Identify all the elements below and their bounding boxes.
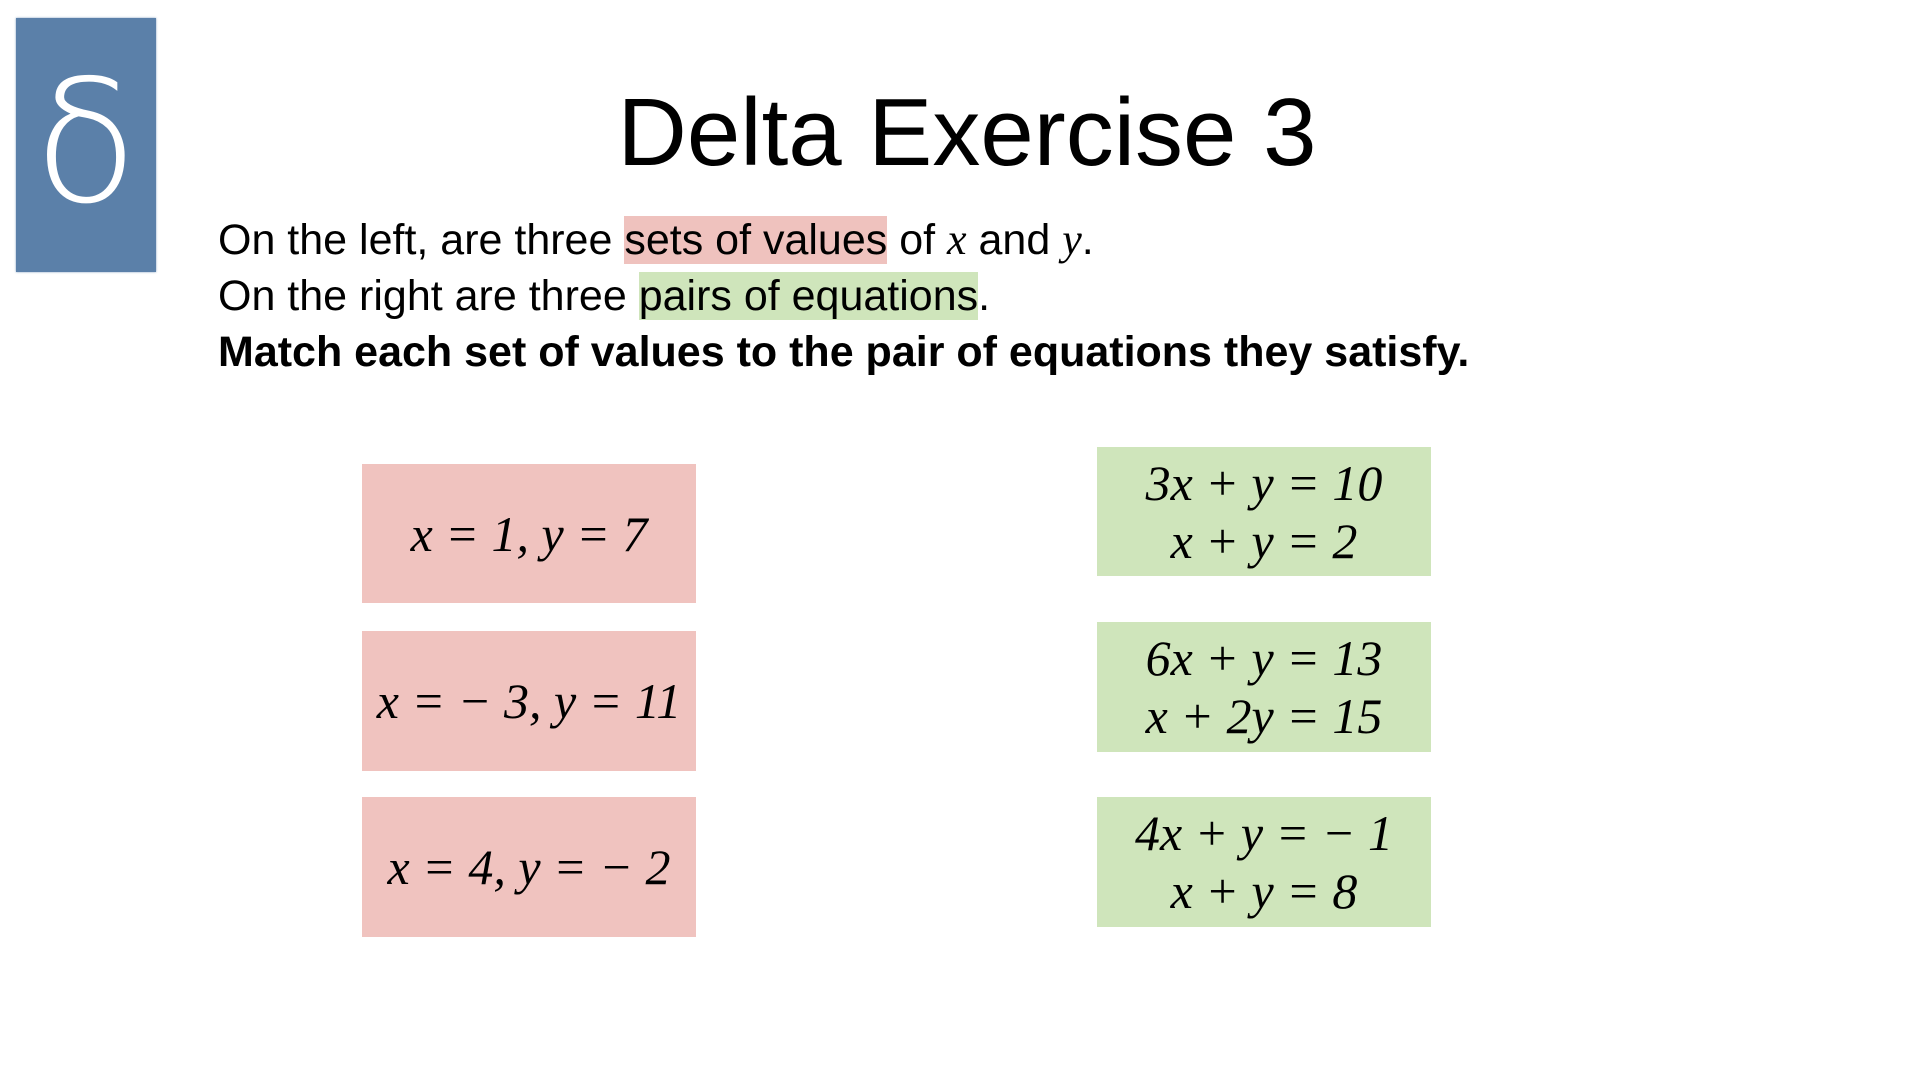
value-text: x = 4, y = − 2 [387, 839, 671, 895]
equation: 4x + y = − 1 [1134, 805, 1394, 861]
equation: x + 2y = 15 [1145, 688, 1383, 744]
page-title: Delta Exercise 3 [617, 79, 1317, 186]
text: . [978, 272, 991, 320]
var-x: x [947, 215, 967, 264]
value-card-2[interactable]: x = − 3, y = 11 [362, 631, 696, 771]
value-text: x = 1, y = 7 [410, 505, 648, 562]
instruction-line-3: Match each set of values to the pair of … [218, 328, 1470, 376]
text: On the left, are three [218, 216, 625, 264]
value-text: x = − 3, y = 11 [376, 673, 682, 729]
value-card-1[interactable]: x = 1, y = 7 [362, 464, 696, 603]
delta-logo: δ [16, 18, 156, 272]
var-y: y [1062, 215, 1082, 264]
instruction-line-1: On the left, are three sets of values of… [218, 214, 1094, 266]
highlight-pairs-of-equations: pairs of equations [638, 272, 979, 320]
delta-symbol: δ [33, 44, 138, 242]
value-card-3[interactable]: x = 4, y = − 2 [362, 797, 696, 937]
text: and [966, 216, 1063, 264]
text: On the right are three [218, 272, 639, 320]
text: of [887, 216, 948, 264]
equation: x + y = 8 [1170, 863, 1358, 919]
highlight-sets-of-values: sets of values [624, 216, 888, 264]
equation: 6x + y = 13 [1145, 630, 1383, 686]
equation: 3x + y = 10 [1145, 454, 1383, 511]
text: . [1081, 216, 1094, 264]
equation: x + y = 2 [1170, 512, 1358, 569]
instruction-line-2: On the right are three pairs of equation… [218, 270, 990, 322]
